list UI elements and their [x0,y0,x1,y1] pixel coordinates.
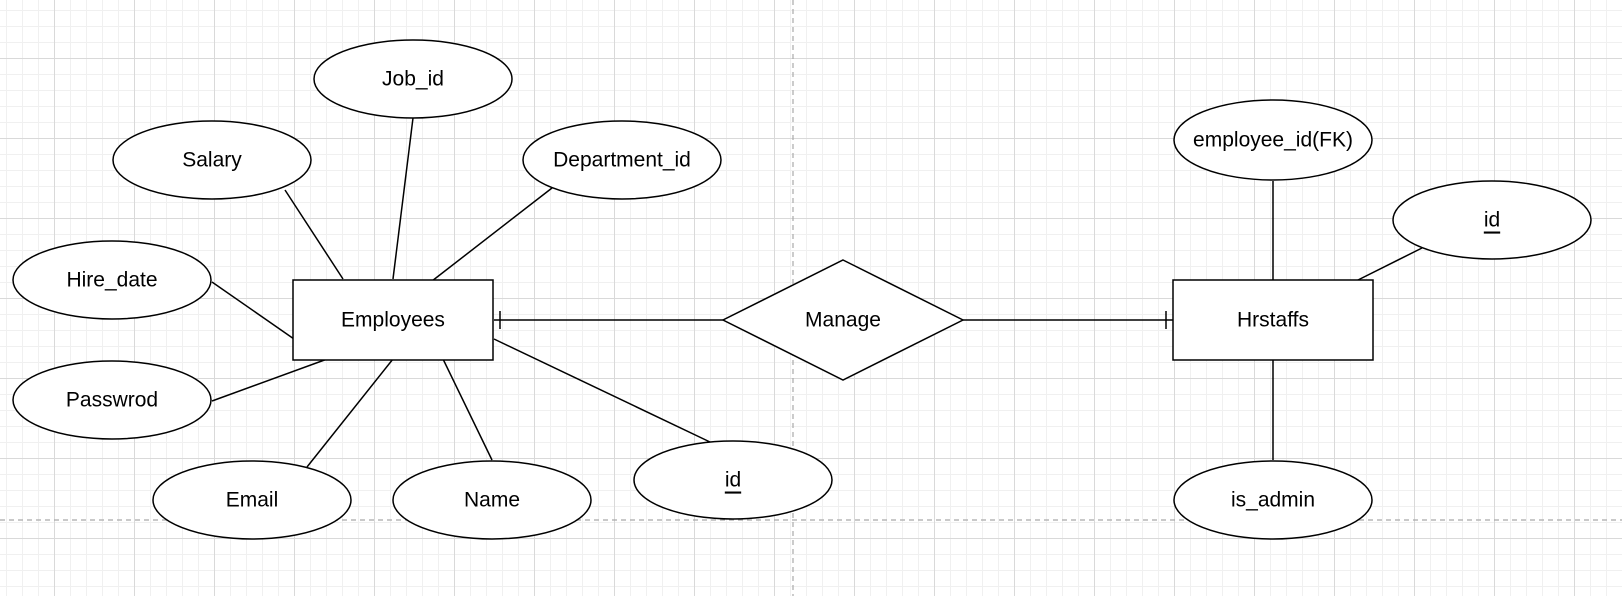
attribute-password-label: Passwrod [66,389,158,412]
attribute-employee-id-label: id [725,469,741,492]
attribute-employee-id-fk[interactable]: employee_id(FK) [1173,99,1373,181]
attribute-email-label: Email [226,489,279,512]
edge-employees-email[interactable] [306,358,394,468]
attribute-salary-label: Salary [182,149,242,172]
attribute-name[interactable]: Name [392,460,592,540]
edge-employees-salary[interactable] [284,189,344,280]
entity-employees-label: Employees [341,309,445,332]
attribute-password[interactable]: Passwrod [12,360,212,440]
edge-employees-hire-date[interactable] [211,281,295,340]
edge-employees-id[interactable] [493,338,711,443]
attribute-hire-date[interactable]: Hire_date [12,240,212,320]
attribute-is-admin[interactable]: is_admin [1173,460,1373,540]
attribute-job-id[interactable]: Job_id [313,39,513,119]
attribute-employee-id-fk-label: employee_id(FK) [1193,129,1353,152]
attribute-department-id[interactable]: Department_id [522,120,722,200]
attribute-name-label: Name [464,489,520,512]
edge-employees-password[interactable] [211,357,331,402]
connectors [211,117,1423,468]
attribute-email[interactable]: Email [152,460,352,540]
attribute-hire-date-label: Hire_date [66,269,157,292]
attribute-salary[interactable]: Salary [112,120,312,200]
attribute-job-id-label: Job_id [382,68,444,91]
edge-employees-job-id[interactable] [392,117,414,280]
entity-employees[interactable]: Employees [292,279,494,361]
edge-hrstaffs-id[interactable] [1353,247,1423,283]
entity-hrstaffs[interactable]: Hrstaffs [1172,279,1374,361]
attribute-hrstaff-id-label: id [1484,209,1500,232]
entity-hrstaffs-label: Hrstaffs [1237,309,1309,332]
relationship-manage-label: Manage [805,309,881,332]
attribute-employee-id-key[interactable]: id [633,440,833,520]
attribute-hrstaff-id-key[interactable]: id [1392,180,1592,260]
attribute-is-admin-label: is_admin [1231,489,1315,512]
relationship-manage[interactable]: Manage [721,259,965,381]
attribute-department-id-label: Department_id [553,149,691,172]
edge-employees-department-id[interactable] [431,187,553,282]
edge-employees-name[interactable] [442,358,493,461]
